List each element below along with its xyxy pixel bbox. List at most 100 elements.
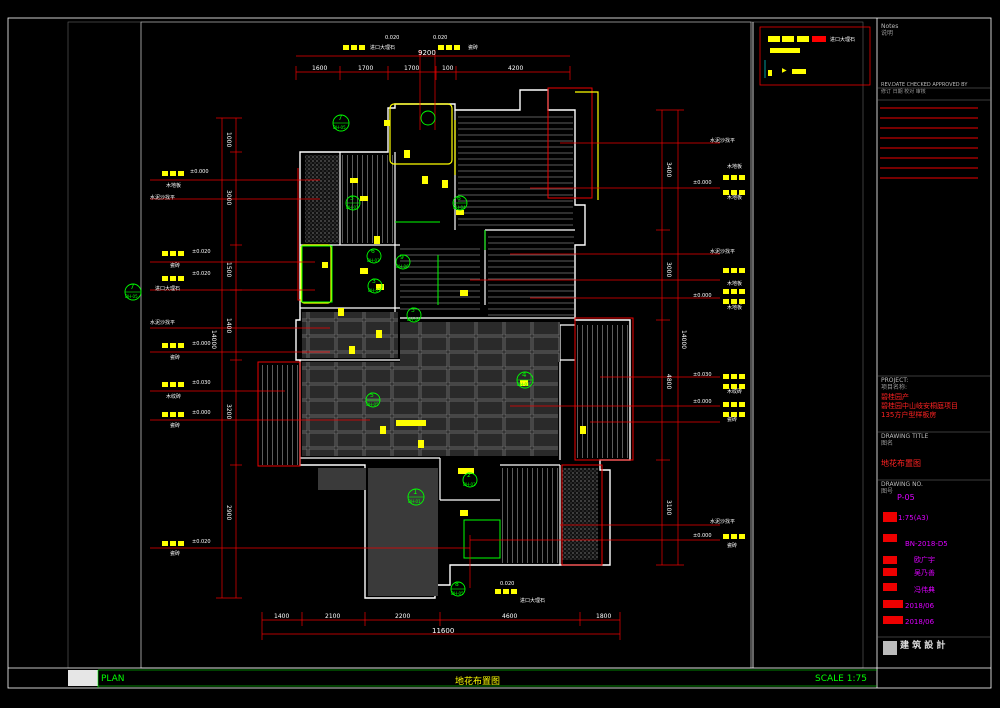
top-callout-2-label: 瓷砖: [468, 45, 479, 51]
marker-num-10: 8: [455, 581, 459, 588]
marker-sub-5: DH-03: [368, 288, 381, 293]
marker-sub-1: DH-05: [333, 125, 346, 130]
callout-right-6-label: 木地板: [727, 305, 743, 311]
plan-label: PLAN: [101, 674, 125, 684]
logo-mark: [883, 641, 897, 655]
marker-sub-13: DH-05: [125, 294, 138, 299]
green-lines: [301, 221, 501, 559]
field-mark-7: [883, 616, 903, 624]
legend-item-2: ▶: [782, 67, 787, 74]
callout-right-10-label: 瓷砖: [727, 543, 738, 549]
callout-left-6-level: ±0.000: [192, 341, 211, 347]
callout-right-7-level: ±0.030: [693, 372, 712, 378]
callout-left-7-label: 木纹砖: [166, 394, 182, 400]
drawing-title-label: DRAWING TITLE: [881, 433, 929, 440]
drawing-no: P-05: [897, 493, 915, 502]
marker-sub-10: DH-05: [451, 591, 464, 596]
right-dim-3: 4800: [665, 374, 672, 390]
marker-num-1: 7: [338, 114, 343, 122]
project-line-3: 135方户型样板房: [881, 411, 937, 419]
left-dim-1: 1000: [225, 132, 232, 148]
bottom-dim-4: 4600: [502, 613, 518, 620]
notes-label: Notes: [881, 23, 899, 30]
field-date-1: 2018/06: [905, 602, 935, 610]
field-mark-2: [883, 534, 897, 542]
callout-right-10-level: ±0.000: [693, 533, 712, 539]
logo-text: 建 筑 設 計: [900, 641, 946, 651]
marker-sub-11: DH-03: [367, 258, 380, 263]
callout-right-4-label: 水泥沙找平: [710, 249, 736, 255]
field-mark-6: [883, 600, 903, 608]
top-callout-1-label: 进口大理石: [370, 45, 396, 51]
floor-hatches: [262, 112, 628, 596]
top-dim-3: 1700: [404, 65, 420, 72]
field-drawer: 吴乃善: [914, 569, 935, 577]
marker-sub-8: DH-01: [408, 499, 421, 504]
callout-right-5-level: ±0.000: [693, 293, 712, 299]
building-outline: [295, 89, 631, 599]
bottom-dim-5: 1800: [596, 613, 612, 620]
drawing-no-label: DRAWING NO.: [881, 481, 923, 488]
top-callout-2-level: 0.020: [433, 35, 448, 41]
callout-right-2-label: 木地板: [727, 164, 743, 170]
callout-right-8-level: ±0.000: [693, 399, 712, 405]
marker-sub-4: DH-06: [396, 264, 409, 269]
callout-left-6-label: 瓷砖: [170, 355, 181, 361]
drawing-title: 地花布置图: [881, 459, 921, 468]
callout-left-7-level: ±0.030: [192, 380, 211, 386]
marker-sub-7: DH-05: [366, 402, 379, 407]
bottom-dim-2: 2100: [325, 613, 341, 620]
callout-left-9-level: ±0.020: [192, 539, 211, 545]
callout-right-8-label: 瓷砖: [727, 417, 738, 423]
callout-right-7-label: 木纹砖: [727, 389, 743, 395]
bottom-dim-total: 11600: [432, 627, 455, 635]
callout-left-1-level: ±0.000: [190, 169, 209, 175]
callout-left-5-label: 水泥沙找平: [150, 320, 176, 326]
top-callout-1-level: 0.020: [385, 35, 400, 41]
bar-box: [68, 670, 98, 686]
leader-lines: [150, 50, 720, 588]
callout-left-8-label: 瓷砖: [170, 423, 181, 429]
marker-num-2: 6: [457, 195, 461, 202]
fixture-marks: [322, 120, 586, 516]
field-project-no: BN-2018-D5: [905, 540, 948, 548]
left-dim-3: 1500: [225, 262, 232, 278]
project-line-1: 碧桂园产: [881, 393, 909, 401]
field-date-2: 2018/06: [905, 618, 935, 626]
marker-num-4: 9: [400, 254, 404, 261]
right-dim-total: 14000: [680, 330, 687, 350]
tags-right: [723, 175, 745, 539]
callout-left-4-level: ±0.020: [192, 271, 211, 277]
project-line-2: 碧桂园中山岐安桐庭项目: [881, 402, 958, 410]
left-dim-total: 14000: [210, 330, 217, 350]
field-mark-1: [883, 512, 897, 522]
right-dim-4: 3100: [665, 500, 672, 516]
marker-num-7: 5: [370, 392, 374, 399]
legend-box: [759, 26, 871, 86]
field-mark-5: [883, 583, 897, 591]
bottom-dim-3: 2200: [395, 613, 411, 620]
callout-right-5-label: 木地板: [727, 281, 743, 287]
callout-left-2-label: 水泥沙找平: [150, 195, 176, 201]
marker-num-8: 1: [413, 488, 418, 496]
top-dim-2: 1700: [358, 65, 374, 72]
marker-num-12: 3: [411, 307, 415, 314]
callout-left-3-level: ±0.020: [192, 249, 211, 255]
callout-left-1-label: 木地板: [166, 183, 182, 189]
yellow-outlines: [300, 91, 599, 304]
left-dim-2: 3000: [225, 190, 232, 206]
revision-rows: [880, 107, 978, 179]
tags-top: [343, 45, 517, 594]
marker-num-5: 3: [372, 278, 376, 285]
marker-sub-2: DH-04: [453, 205, 466, 210]
interior-walls: [300, 110, 575, 565]
callout-right-3-label: 木地板: [727, 195, 743, 201]
field-checker: 冯伟典: [914, 586, 935, 594]
callout-left-9-label: 瓷砖: [170, 551, 181, 557]
dimension-lines: [216, 55, 684, 640]
bottom-dim-1: 1400: [274, 613, 290, 620]
project-label: PROJECT:: [881, 377, 909, 384]
left-dim-4: 1400: [225, 318, 232, 334]
scale-label: SCALE 1:75: [815, 674, 867, 684]
